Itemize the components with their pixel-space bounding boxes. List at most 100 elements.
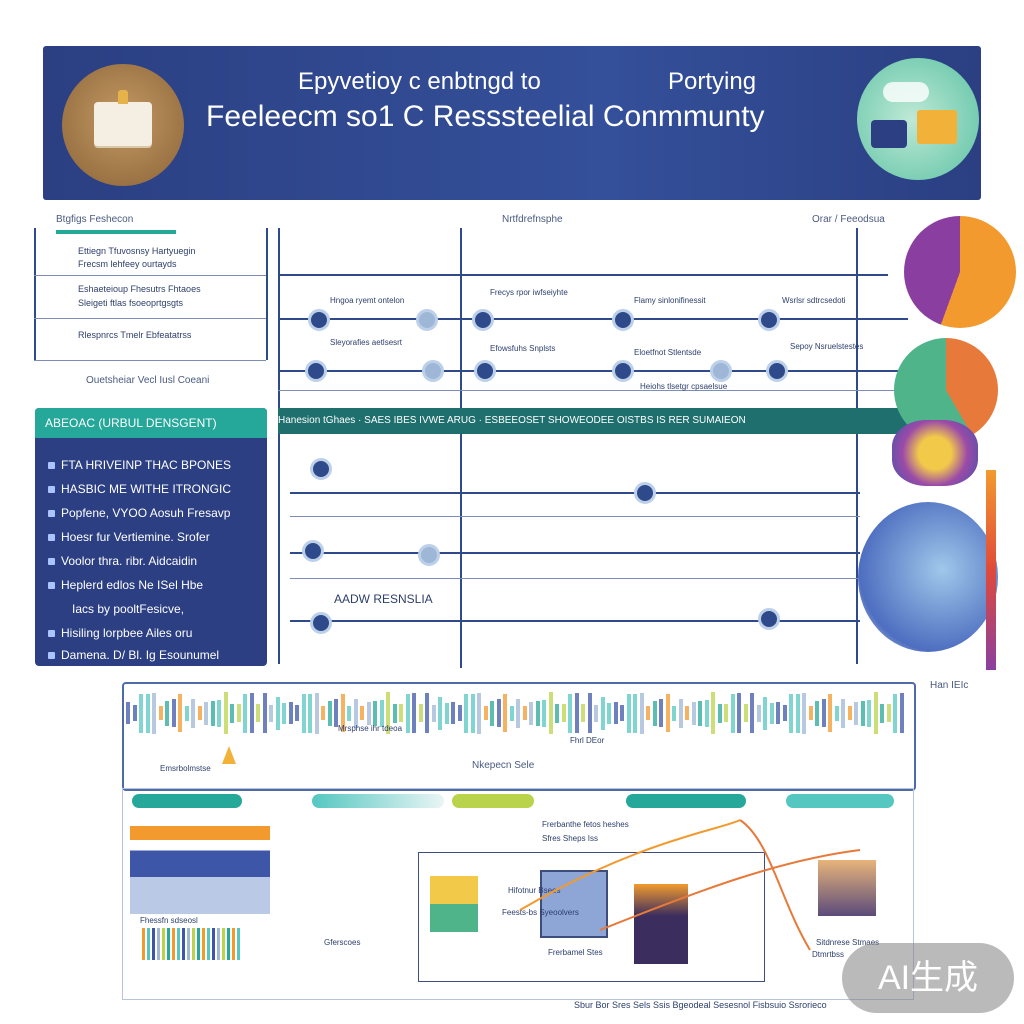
activity-bar bbox=[691, 701, 696, 725]
bullet-icon bbox=[48, 630, 55, 637]
feature-item: Damena. D/ Bl. Ig Esounumel bbox=[48, 648, 219, 662]
mini-bar bbox=[192, 928, 195, 960]
feature-panel-header: ABEOAC (URBUL DENSGENT) bbox=[35, 408, 267, 438]
activity-bar bbox=[451, 702, 455, 724]
mini-bar bbox=[197, 928, 200, 960]
activity-bar bbox=[587, 693, 592, 733]
activity-bar bbox=[821, 699, 826, 727]
lower-right-heading: Han IEIc bbox=[930, 680, 969, 691]
left-caption: Ouetsheiar Vecl Iusl Coeani bbox=[86, 375, 210, 386]
activity-bar bbox=[717, 703, 722, 723]
activity-bar bbox=[847, 706, 852, 720]
stage-pill bbox=[452, 794, 534, 808]
activity-bar bbox=[438, 696, 442, 730]
stack-illustration-icon bbox=[130, 826, 270, 914]
section-bar: Hanesion tGhaes · SAES IBES IVWE ARUG · … bbox=[278, 408, 908, 434]
accent-stripe bbox=[986, 470, 996, 670]
activity-bar bbox=[633, 693, 637, 733]
activity-panel bbox=[122, 682, 916, 791]
activity-bar bbox=[483, 706, 488, 720]
activity-bar bbox=[763, 696, 767, 730]
timeline-label: Hngoa ryemt ontelon bbox=[330, 296, 405, 305]
activity-bar bbox=[288, 702, 293, 724]
activity-bar bbox=[308, 693, 312, 733]
activity-bar bbox=[795, 693, 800, 733]
mini-bar bbox=[157, 928, 160, 960]
activity-bar bbox=[496, 699, 501, 727]
activity-bar bbox=[256, 704, 260, 722]
mini-bar bbox=[222, 928, 225, 960]
lower-label: Dtmrtbss bbox=[812, 950, 844, 959]
activity-bar bbox=[639, 692, 644, 734]
chart-illustration-icon bbox=[430, 876, 478, 932]
timeline-node bbox=[310, 458, 332, 480]
activity-bar bbox=[815, 700, 819, 726]
activity-bar bbox=[620, 705, 624, 721]
activity-bar bbox=[841, 698, 845, 728]
activity-bar bbox=[399, 704, 403, 722]
timeline-label: Flamy sinlonifinessit bbox=[634, 296, 706, 305]
activity-bar bbox=[334, 699, 338, 727]
bullet-icon bbox=[48, 462, 55, 469]
activity-bar bbox=[808, 706, 813, 720]
activity-bar bbox=[672, 705, 676, 721]
activity-bar bbox=[737, 693, 741, 733]
mid-heading: AADW RESNSLIA bbox=[334, 592, 433, 606]
activity-bar bbox=[217, 699, 221, 727]
right-heading: Orar / Feeodsua bbox=[812, 214, 885, 225]
timeline-node bbox=[310, 612, 332, 634]
activity-bar bbox=[327, 700, 332, 726]
mini-bar bbox=[162, 928, 165, 960]
activity-bar bbox=[210, 700, 215, 726]
activity-bar bbox=[659, 699, 663, 727]
mini-bar bbox=[142, 928, 145, 960]
banner-title-line1-right: Portying bbox=[668, 68, 757, 95]
activity-bar bbox=[314, 692, 319, 734]
activity-bar bbox=[899, 693, 904, 733]
activity-bar bbox=[555, 703, 559, 723]
timeline-label: Sleyorafies aetlsesrt bbox=[330, 338, 403, 347]
mini-bar-chart bbox=[142, 928, 242, 960]
stage-pill bbox=[626, 794, 746, 808]
mini-bar bbox=[177, 928, 180, 960]
activity-bar bbox=[444, 702, 449, 724]
mini-bar bbox=[202, 928, 205, 960]
mini-bar bbox=[172, 928, 175, 960]
activity-bar bbox=[243, 693, 247, 733]
activity-bar bbox=[548, 692, 553, 734]
activity-bar bbox=[581, 704, 585, 722]
mini-bar bbox=[167, 928, 170, 960]
lower-label: Sfres Sheps Iss bbox=[542, 834, 599, 843]
list-item: Sleigeti ftlas fsoeoprtgsgts bbox=[78, 298, 184, 308]
activity-bar bbox=[756, 704, 761, 722]
activity-bar bbox=[470, 693, 475, 733]
stage-pill bbox=[132, 794, 242, 808]
feature-item: Hisiling lorpbee Ailes oru bbox=[48, 626, 192, 640]
timeline-node bbox=[634, 482, 656, 504]
lower-center-label: Nkepecn Sele bbox=[472, 760, 535, 771]
activity-bar bbox=[386, 692, 390, 734]
activity-bar bbox=[223, 692, 228, 734]
timeline-label: Heiohs tlsetgr cpsaelsue bbox=[640, 382, 728, 391]
activity-bar bbox=[353, 698, 358, 728]
timeline-label: Wsrlsr sdtrcsedoti bbox=[782, 296, 846, 305]
activity-bar bbox=[873, 692, 878, 734]
timeline-node bbox=[612, 309, 634, 331]
activity-bar bbox=[347, 705, 351, 721]
palette-icon bbox=[892, 420, 978, 486]
activity-bar bbox=[613, 702, 618, 724]
mini-bar bbox=[207, 928, 210, 960]
activity-bar bbox=[704, 699, 709, 727]
activity-bar bbox=[776, 702, 780, 724]
activity-bar bbox=[360, 706, 364, 720]
list-item: Ettiegn Tfuvosnsy Hartyuegin bbox=[78, 246, 196, 256]
activity-bar bbox=[262, 693, 267, 733]
mini-bar bbox=[147, 928, 150, 960]
bullet-icon bbox=[48, 534, 55, 541]
mini-bar bbox=[217, 928, 220, 960]
timeline-label: Sepoy Nsruelstestes bbox=[790, 342, 864, 351]
timeline-node bbox=[474, 360, 496, 382]
stage-pill bbox=[786, 794, 894, 808]
activity-bar bbox=[516, 698, 520, 728]
lower-label: Hifotnur Bsees bbox=[508, 886, 561, 895]
